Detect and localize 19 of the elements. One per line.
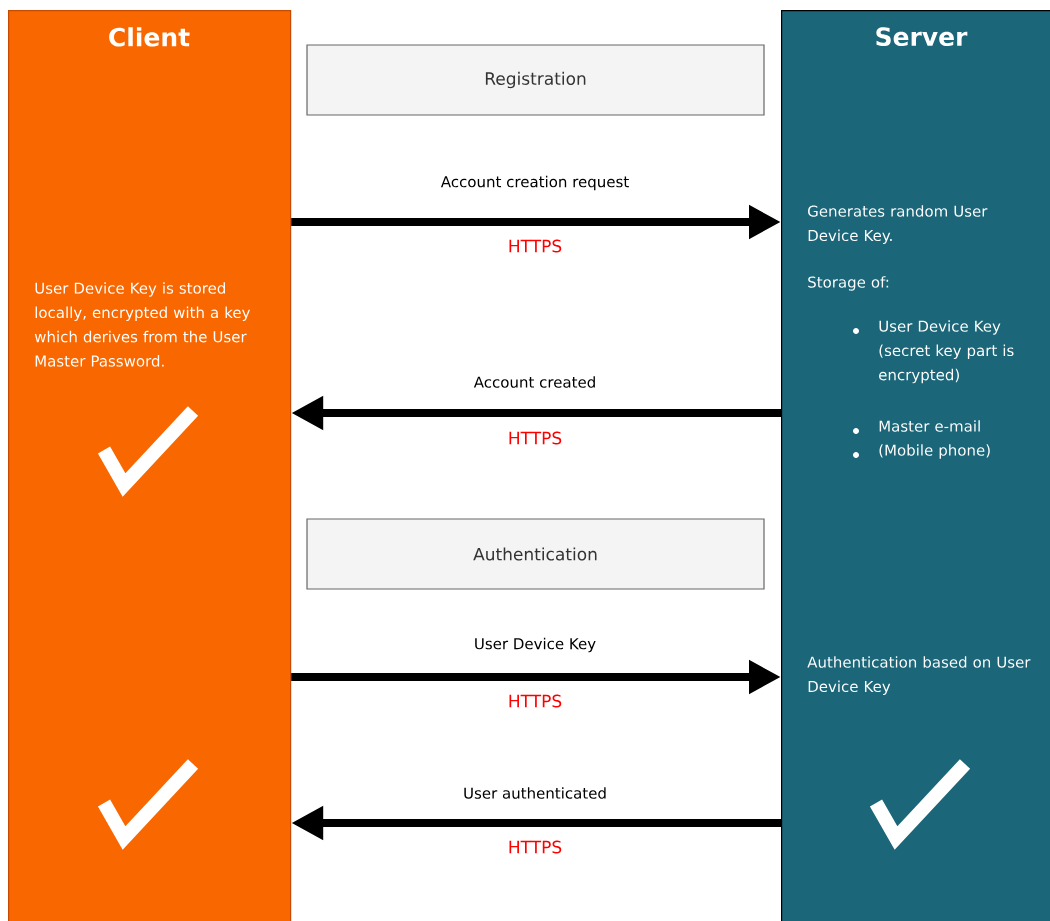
edge-label: Account created: [473, 376, 595, 388]
column-title: Server: [876, 27, 968, 47]
description-text: User Device Key (secret key part is encrypted): [879, 320, 1014, 384]
edge-label: Account creation request: [440, 175, 629, 191]
protocol-label: HTTPS: [509, 431, 562, 445]
section-box: Authentication: [306, 518, 765, 590]
protocol-label: HTTPS: [509, 239, 562, 253]
description-text: User Device Key is stored locally, encrypted with a key which derives from the User Master Password.: [34, 282, 250, 367]
description-text: Authentication based on User Device Key: [807, 656, 1031, 695]
description-text: Generates random User Device Key.: [808, 205, 988, 244]
column-title: Client: [109, 27, 190, 47]
protocol-label: HTTPS: [509, 694, 562, 708]
protocol-label: HTTPS: [509, 840, 562, 854]
description-text: Storage of:: [808, 276, 889, 291]
section-box: Registration: [306, 44, 765, 116]
description-text: (Mobile phone): [879, 444, 990, 459]
description-text: Master e-mail: [879, 420, 980, 432]
edge-label: User Device Key: [475, 637, 596, 653]
edge-label: User authenticated: [464, 787, 606, 799]
